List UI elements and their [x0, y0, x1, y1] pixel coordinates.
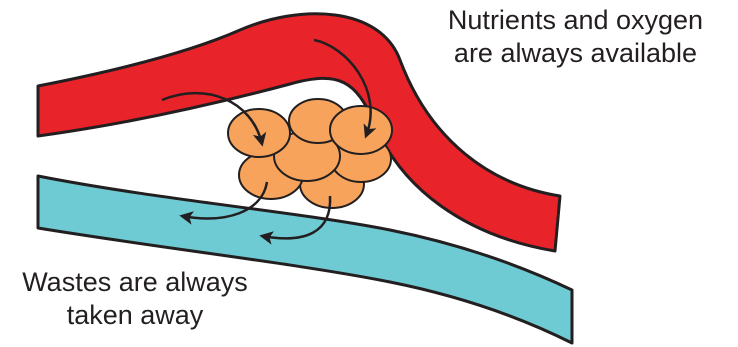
nutrients-oxygen-caption: Nutrients and oxygen are always availabl… [413, 4, 738, 70]
cell-cluster [228, 99, 392, 208]
caption-line: Wastes are always [0, 266, 270, 299]
caption-line: are always available [413, 37, 738, 70]
wastes-caption: Wastes are always taken away [0, 266, 270, 332]
cell [330, 106, 392, 154]
caption-line: Nutrients and oxygen [413, 4, 738, 37]
caption-line: taken away [0, 299, 270, 332]
